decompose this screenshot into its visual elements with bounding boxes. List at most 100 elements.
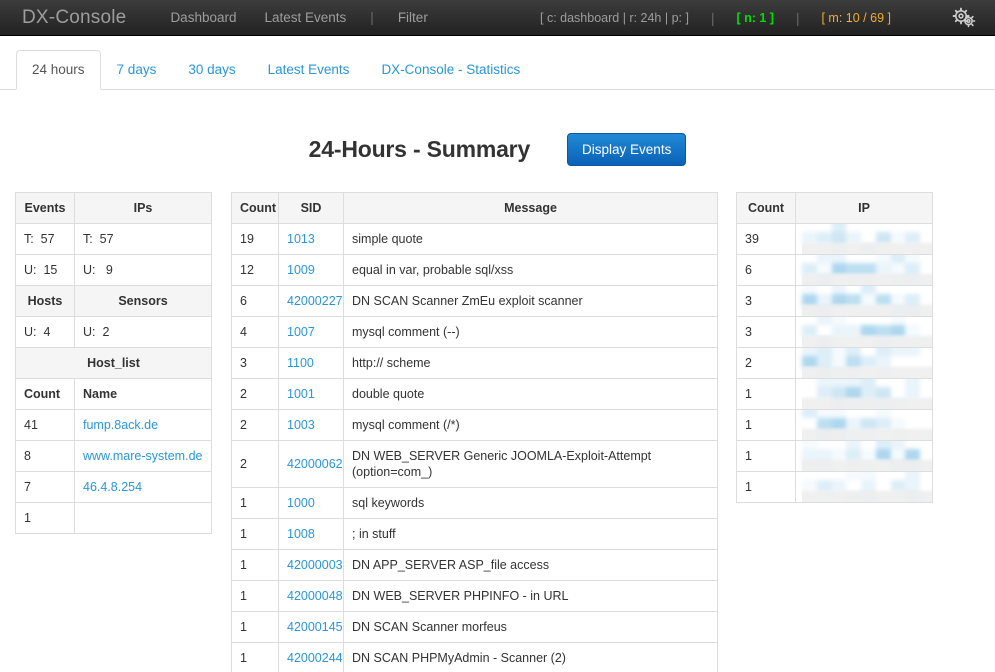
- settings-button[interactable]: [951, 0, 977, 36]
- signature-sid[interactable]: 1013: [278, 223, 344, 255]
- tab-latest-events[interactable]: Latest Events: [267, 62, 350, 77]
- redaction-blur: [802, 317, 920, 347]
- redaction-pixel: [905, 461, 920, 471]
- signature-sid-link[interactable]: 1013: [287, 232, 315, 246]
- redaction-pixel: [890, 368, 906, 378]
- signature-sid[interactable]: 42000244: [278, 642, 344, 672]
- redaction-pixel: [816, 286, 832, 294]
- redaction-pixel: [802, 255, 817, 263]
- signature-sid-link[interactable]: 42000227: [287, 294, 343, 308]
- redaction-pixel: [905, 472, 920, 480]
- host-list-row: 41 fump.8ack.de: [15, 409, 212, 441]
- signature-sid-link[interactable]: 1003: [287, 418, 315, 432]
- signature-message: ; in stuff: [343, 518, 718, 550]
- signature-sid[interactable]: 1009: [278, 254, 344, 286]
- redaction-pixel: [816, 387, 832, 399]
- brand-logo[interactable]: DX-Console: [22, 6, 127, 28]
- tab-30-days[interactable]: 30 days: [188, 62, 236, 77]
- redaction-pixel: [831, 399, 847, 409]
- signature-count: 1: [231, 580, 279, 612]
- signature-sid-link[interactable]: 1100: [287, 356, 314, 370]
- nav-link-filter[interactable]: Filter: [397, 10, 428, 25]
- redaction-pixel: [875, 410, 891, 418]
- signature-sid[interactable]: 42000003: [278, 549, 344, 581]
- redaction-pixel: [831, 461, 847, 471]
- signature-sid-link[interactable]: 1007: [287, 325, 315, 339]
- gear-icon: [952, 7, 976, 28]
- redaction-pixel: [816, 399, 832, 409]
- redaction-pixel: [831, 430, 847, 440]
- host-link[interactable]: www.mare-system.de: [83, 449, 203, 463]
- redaction-pixel: [861, 441, 876, 449]
- signature-sid-link[interactable]: 1001: [287, 387, 315, 401]
- redaction-pixel: [905, 387, 920, 399]
- signature-sid[interactable]: 1100: [278, 347, 344, 379]
- redaction-pixel: [816, 348, 832, 356]
- host-link[interactable]: 46.4.8.254: [83, 480, 143, 494]
- redaction-pixel: [875, 399, 891, 409]
- redaction-pixel: [831, 480, 847, 492]
- signature-sid-link[interactable]: 42000145: [287, 620, 343, 634]
- redaction-pixel: [861, 410, 876, 418]
- nav-status-group: [ c: dashboard | r: 24h | p: ] | [ n: 1 …: [540, 0, 891, 36]
- signature-sid-link[interactable]: 1000: [287, 496, 315, 510]
- tab-dx-console-statistics[interactable]: DX-Console - Statistics: [381, 62, 521, 77]
- redaction-pixel: [890, 286, 906, 294]
- signature-sid[interactable]: 1007: [278, 316, 344, 348]
- signature-sid[interactable]: 1003: [278, 409, 344, 441]
- redaction-pixel: [861, 480, 876, 492]
- signature-sid-link[interactable]: 42000048: [287, 589, 343, 603]
- ip-count: 2: [736, 347, 796, 379]
- signature-sid[interactable]: 42000062: [278, 440, 344, 488]
- sensors-unique: U: 2: [74, 316, 212, 348]
- tab-24-hours[interactable]: 24 hours: [16, 50, 101, 90]
- page-header: 24-Hours - Summary Display Events: [0, 133, 995, 166]
- redaction-pixel: [831, 232, 847, 244]
- redaction-pixel: [816, 224, 832, 232]
- signature-sid[interactable]: 42000227: [278, 285, 344, 317]
- redaction-pixel: [890, 232, 906, 244]
- redaction-pixel: [875, 418, 891, 430]
- signature-sid-link[interactable]: 1009: [287, 263, 315, 277]
- redaction-pixel: [905, 379, 920, 387]
- display-events-button[interactable]: Display Events: [567, 133, 687, 166]
- table-row: 3: [736, 316, 933, 348]
- signature-sid[interactable]: 42000048: [278, 580, 344, 612]
- signature-sid[interactable]: 42000145: [278, 611, 344, 643]
- host-list-title: Host_list: [15, 347, 212, 379]
- host-link[interactable]: fump.8ack.de: [83, 418, 159, 432]
- tab-7-days[interactable]: 7 days: [116, 62, 157, 77]
- redaction-pixel: [890, 387, 906, 399]
- signature-sid[interactable]: 1000: [278, 487, 344, 519]
- signature-count: 2: [231, 409, 279, 441]
- signature-message: DN WEB_SERVER PHPINFO - in URL: [343, 580, 718, 612]
- signature-sid-link[interactable]: 42000062: [287, 457, 343, 471]
- nav-link-latest-events[interactable]: Latest Events: [264, 10, 347, 25]
- nav-link-dashboard[interactable]: Dashboard: [170, 10, 237, 25]
- redaction-pixel: [905, 430, 920, 440]
- signature-sid-link[interactable]: 42000244: [287, 651, 343, 665]
- signature-count: 1: [231, 642, 279, 672]
- signature-sid[interactable]: 1001: [278, 378, 344, 410]
- redaction-pixel: [802, 368, 817, 378]
- redaction-pixel: [802, 294, 817, 306]
- signature-sid-link[interactable]: 42000003: [287, 558, 343, 572]
- host-name[interactable]: 46.4.8.254: [74, 471, 212, 503]
- redaction-pixel: [831, 379, 847, 387]
- signature-count: 12: [231, 254, 279, 286]
- signature-sid[interactable]: 1008: [278, 518, 344, 550]
- signature-sid-link[interactable]: 1008: [287, 527, 315, 541]
- redaction-pixel: [816, 449, 832, 461]
- redaction-pixel: [875, 255, 891, 263]
- host-name[interactable]: fump.8ack.de: [74, 409, 212, 441]
- host-name[interactable]: www.mare-system.de: [74, 440, 212, 472]
- signature-message: DN SCAN Scanner morfeus: [343, 611, 718, 643]
- redaction-blur: [802, 348, 920, 378]
- redaction-pixel: [861, 244, 876, 254]
- redaction-pixel: [816, 244, 832, 254]
- redaction-pixel: [846, 356, 861, 368]
